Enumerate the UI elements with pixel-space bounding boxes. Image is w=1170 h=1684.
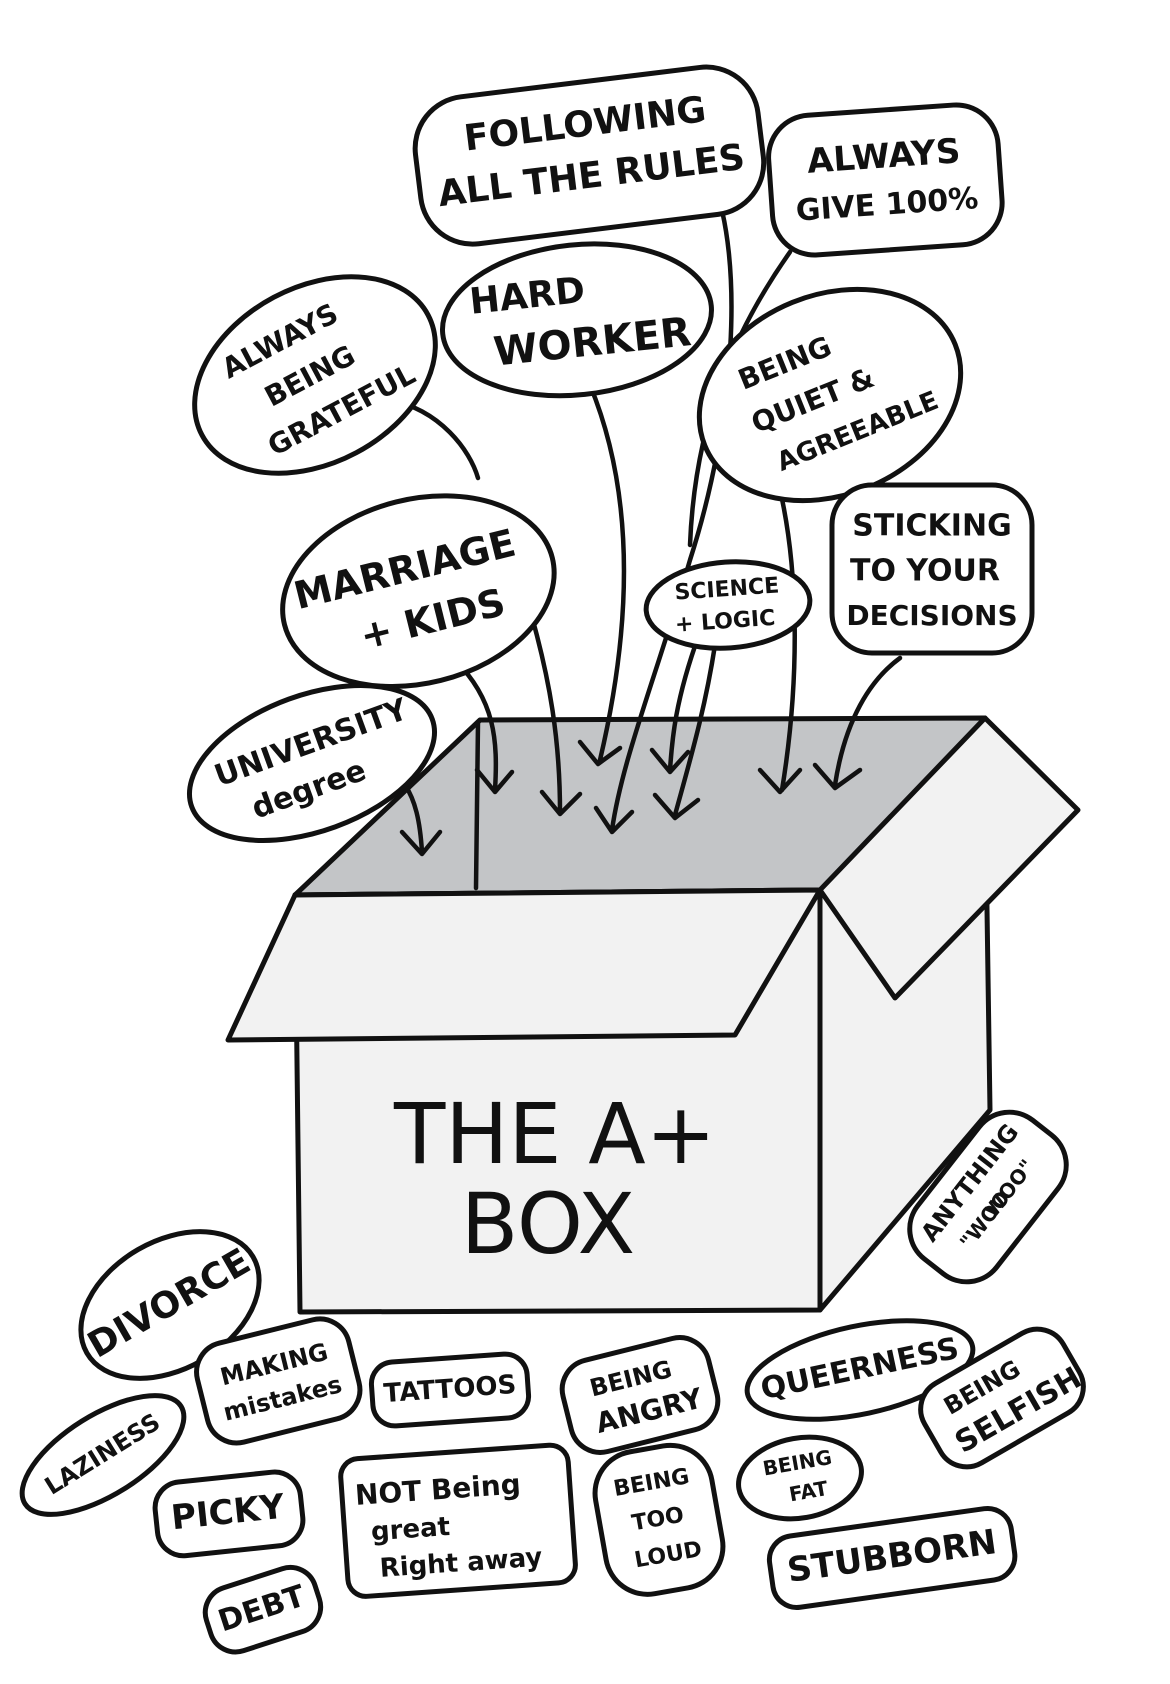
a-plus-box: THE A+ BOX — [225, 715, 1081, 1315]
arrow-science-logic — [652, 642, 718, 821]
bubble-debt — [202, 1564, 324, 1655]
bubble-picky — [152, 1469, 306, 1559]
bubble-always-grateful — [192, 274, 438, 476]
bubble-making-mistakes — [194, 1316, 363, 1446]
bubble-not-great-right-away — [338, 1442, 578, 1599]
bubble-being-angry — [559, 1335, 721, 1455]
bubble-being-too-loud — [592, 1442, 726, 1597]
box-title-line-2: BOX — [461, 1175, 635, 1273]
label-always-give-100: ALWAYS GIVE 100% — [766, 102, 1005, 258]
arrow-sticking-decisions — [812, 655, 903, 791]
label-not-great-right-away-line-2: great — [370, 1512, 451, 1547]
box-right-flap — [817, 715, 1081, 1001]
label-sticking-decisions: STICKING TO YOUR DECISIONS — [829, 482, 1035, 656]
label-sticking-decisions-line-1: STICKING — [852, 509, 1011, 544]
label-laziness: LAZINESS — [19, 1393, 187, 1517]
outside-labels: ANYTHING "WOO WOO" DIVORCE MAKING mistak… — [19, 1109, 1088, 1655]
arrow-hard-worker — [577, 382, 627, 767]
bubble-sticking-decisions — [829, 482, 1035, 656]
label-hard-worker: HARD WORKER — [439, 241, 714, 399]
label-debt: DEBT — [202, 1564, 324, 1655]
label-picky: PICKY — [152, 1469, 306, 1559]
box-title-line-1: THE A+ — [393, 1085, 716, 1183]
label-science-logic: SCIENCE + LOGIC — [643, 559, 813, 651]
bubble-marriage-kids — [280, 493, 557, 690]
label-stubborn: STUBBORN — [766, 1505, 1018, 1611]
arrow-following-rules — [593, 175, 734, 835]
bubble-science-logic — [643, 559, 813, 651]
bubble-being-selfish — [918, 1326, 1086, 1470]
box-left-flap — [292, 717, 483, 898]
bubble-always-give-100 — [766, 102, 1005, 258]
label-being-too-loud: BEING TOO LOUD — [592, 1442, 726, 1597]
bubble-university-degree — [186, 683, 438, 843]
bubble-anything-woo-woo — [907, 1109, 1069, 1285]
label-being-angry: BEING ANGRY — [559, 1335, 721, 1455]
label-not-great-right-away: NOT Being great Right away — [338, 1442, 578, 1599]
label-university-degree: UNIVERSITY degree — [186, 683, 438, 843]
bubble-tattoos — [368, 1351, 532, 1429]
arrow-university-degree — [399, 782, 443, 857]
label-tattoos: TATTOOS — [368, 1351, 532, 1429]
label-sticking-decisions-line-3: DECISIONS — [846, 599, 1017, 632]
bubble-following-rules — [412, 64, 767, 247]
arrow-marriage-kids-2 — [527, 607, 583, 817]
label-marriage-kids: MARRIAGE + KIDS — [280, 493, 557, 690]
label-divorce: DIVORCE — [78, 1229, 262, 1381]
bubble-laziness — [19, 1393, 187, 1517]
label-sticking-decisions-line-2: TO YOUR — [850, 554, 1000, 589]
bubble-being-fat — [736, 1434, 864, 1522]
label-always-grateful: ALWAYS BEING GRATEFUL — [192, 274, 438, 476]
label-making-mistakes: MAKING mistakes — [194, 1316, 363, 1446]
bubble-queerness — [744, 1318, 976, 1422]
inside-labels: FOLLOWING ALL THE RULES ALWAYS GIVE 100%… — [186, 64, 1035, 843]
box-front-flap — [225, 887, 823, 1043]
bubble-stubborn — [766, 1505, 1018, 1611]
box-inner-edge — [473, 719, 481, 891]
label-following-rules: FOLLOWING ALL THE RULES — [412, 64, 767, 247]
bubble-hard-worker — [439, 241, 714, 399]
label-being-fat: BEING FAT — [736, 1434, 864, 1522]
label-quiet-agreeable: BEING QUIET & AGREEABLE — [696, 286, 964, 504]
